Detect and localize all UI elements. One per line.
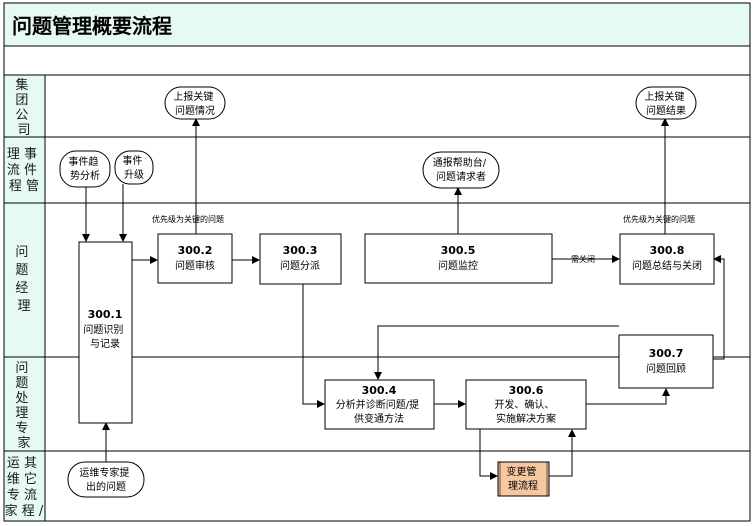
svg-text:上报关键 问题结果: 上报关键 问题结果: [644, 90, 687, 117]
svg-text:300.3: 300.3: [283, 244, 318, 257]
svg-text:300.5: 300.5: [441, 244, 476, 257]
lane-label-problem-expert: 问 题 处 理 专 家: [15, 361, 32, 451]
svg-text:开发、确认、 实施解决方案: 开发、确认、 实施解决方案: [494, 398, 557, 425]
process-3004: 300.4 分析并诊断问题/提 供变通方法: [324, 379, 435, 430]
svg-text:300.6: 300.6: [509, 384, 544, 397]
label-priority-key-1: 优先级为关键的问题: [152, 214, 224, 224]
diagram-title: 问题管理概要流程: [12, 14, 172, 38]
svg-text:300.8: 300.8: [650, 244, 685, 257]
svg-text:问题审核: 问题审核: [175, 259, 215, 272]
process-change-management: 变更管 理流程: [497, 461, 550, 497]
title-bar: [3, 2, 751, 47]
lane-label-group-company: 集 团 公 司: [15, 77, 32, 138]
svg-text:问题分派: 问题分派: [280, 259, 320, 272]
svg-text:分析并诊断问题/提 供变通方法: 分析并诊断问题/提 供变通方法: [336, 398, 423, 425]
svg-text:300.2: 300.2: [178, 244, 213, 257]
arrow-3006-to-3007: [586, 388, 670, 405]
svg-text:300.1: 300.1: [88, 308, 123, 321]
terminal-report-key-issue: 上报关键 问题情况: [164, 86, 226, 120]
lane-label-problem-manager: 问 题 经 理: [15, 245, 32, 314]
arrow-3007-to-3004: [374, 325, 619, 380]
arrow-3006-to-change: [479, 429, 498, 480]
process-3007: 300.7 问题回顾: [618, 334, 714, 389]
label-priority-key-2: 优先级为关键的问题: [623, 214, 695, 224]
arrow-3007-to-3008: [713, 255, 725, 360]
terminal-event-escalate: 事件 升级: [114, 150, 154, 185]
process-3008: 300.8 问题总结与关闭: [619, 233, 715, 285]
svg-text:问题识别 与记录: 问题识别 与记录: [83, 323, 126, 350]
lane-label-event-mgmt: 理 事 流 件 程 管: [7, 147, 41, 194]
lane-label-column: [3, 74, 46, 522]
terminal-ops-expert-issue: 运维专家提 出的问题: [67, 461, 145, 498]
header-strip: [3, 45, 751, 76]
process-3005: 300.5 问题监控: [364, 233, 553, 284]
process-3002: 300.2 问题审核: [157, 233, 233, 284]
svg-text:运维专家提 出的问题: 运维专家提 出的问题: [79, 466, 132, 493]
svg-text:变更管 理流程: 变更管 理流程: [506, 465, 539, 492]
lane-label-ops-expert: 运 其 维 它 专 流 家 程 /: [5, 456, 44, 519]
lane-label-group: 集 团 公 司 理 事 流 件 程 管 问 题 经 理 问 题 处 理 专 家 …: [5, 77, 44, 519]
svg-text:300.4: 300.4: [362, 384, 397, 397]
terminal-notify-helpdesk: 通报帮助台/ 问题请求者: [422, 151, 500, 189]
process-3001: 300.1 问题识别 与记录: [78, 241, 133, 424]
svg-text:问题总结与关闭: 问题总结与关闭: [632, 259, 702, 272]
svg-text:事件 升级: 事件 升级: [122, 154, 145, 181]
label-need-close: 需关闭: [571, 254, 595, 264]
arrow-change-to-3006: [549, 429, 576, 477]
terminal-report-key-result: 上报关键 问题结果: [635, 86, 697, 120]
svg-text:上报关键 问题情况: 上报关键 问题情况: [173, 90, 216, 117]
svg-text:问题监控: 问题监控: [438, 259, 478, 272]
connectors: [82, 118, 725, 480]
svg-text:问题回顾: 问题回顾: [646, 362, 686, 375]
terminal-event-trend: 事件趋 势分析: [59, 150, 111, 188]
svg-text:事件趋 势分析: 事件趋 势分析: [68, 155, 101, 182]
arrow-3003-to-3004: [302, 284, 325, 408]
svg-text:300.7: 300.7: [649, 347, 684, 360]
process-3003: 300.3 问题分派: [259, 233, 342, 285]
svg-text:通报帮助台/ 问题请求者: 通报帮助台/ 问题请求者: [433, 156, 490, 183]
process-3006: 300.6 开发、确认、 实施解决方案: [465, 379, 587, 430]
